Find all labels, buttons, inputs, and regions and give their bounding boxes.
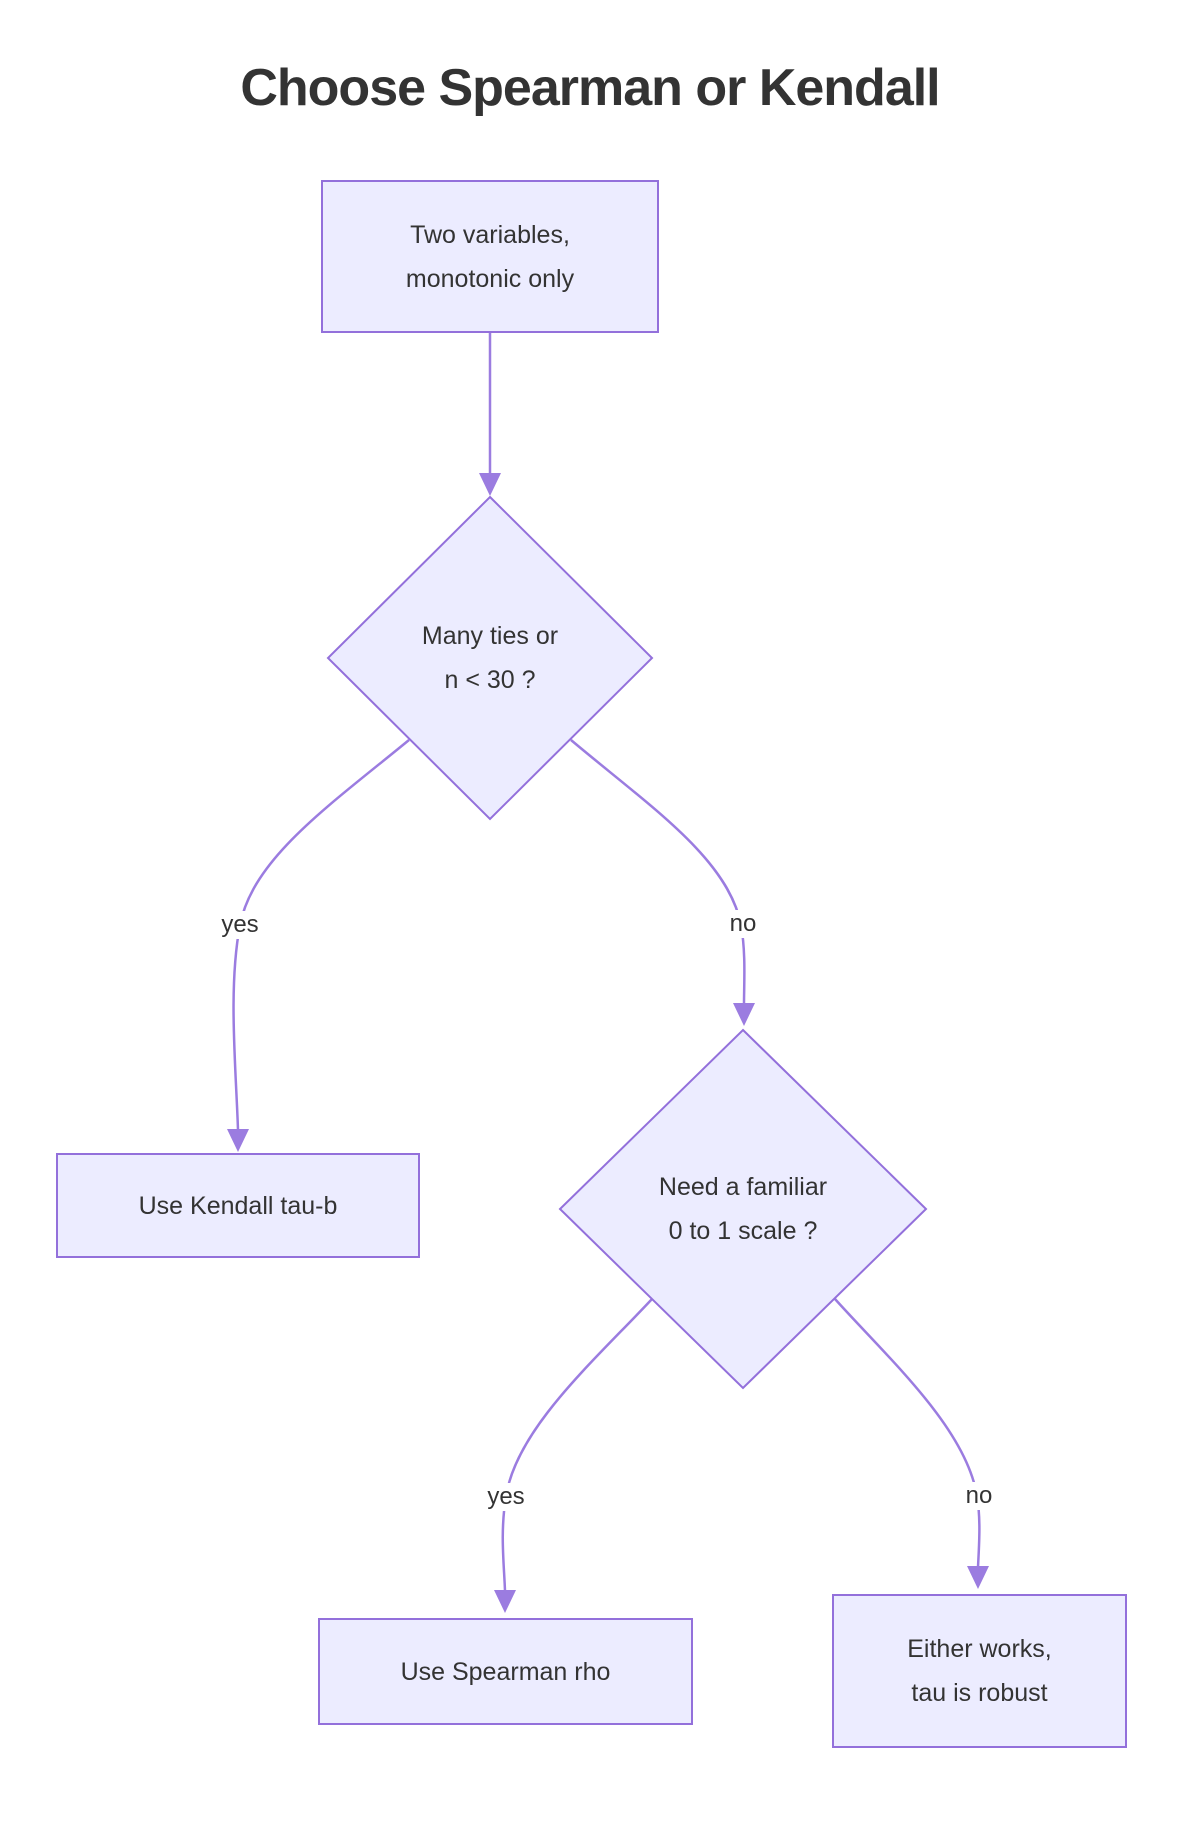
node-kendall: Use Kendall tau-b [56,1153,420,1258]
edge-label-ties-yes: yes [219,911,261,939]
node-spearman: Use Spearman rho [318,1618,693,1725]
arrowhead-ties [479,473,501,496]
arrowhead-either [967,1566,989,1589]
edge-scale-yes [501,1298,653,1592]
node-start-line2: monotonic only [405,264,575,293]
edge-scale-no [834,1298,981,1568]
node-kendall-label: Use Kendall tau-b [138,1191,338,1220]
arrowhead-spearman [494,1590,516,1613]
edge-label-ties-no: no [727,910,759,938]
edge-ties-no [570,739,746,1005]
edge-label-scale-no: no [963,1482,995,1510]
node-start: Two variables, monotonic only [321,180,659,333]
node-either-line2: tau is robust [911,1679,1048,1707]
arrowhead-kendall [227,1129,249,1152]
node-start-line1: Two variables, [410,220,570,249]
decision-scale-diamond [558,1028,928,1390]
diagram-title: Choose Spearman or Kendall [240,59,940,117]
edge-label-scale-yes: yes [485,1483,527,1511]
node-either: Either works, tau is robust [832,1594,1127,1748]
decision-ties-diamond [326,495,654,821]
node-either-line1: Either works, [907,1635,1052,1663]
arrowhead-scale [733,1003,755,1026]
node-spearman-label: Use Spearman rho [400,1657,611,1686]
